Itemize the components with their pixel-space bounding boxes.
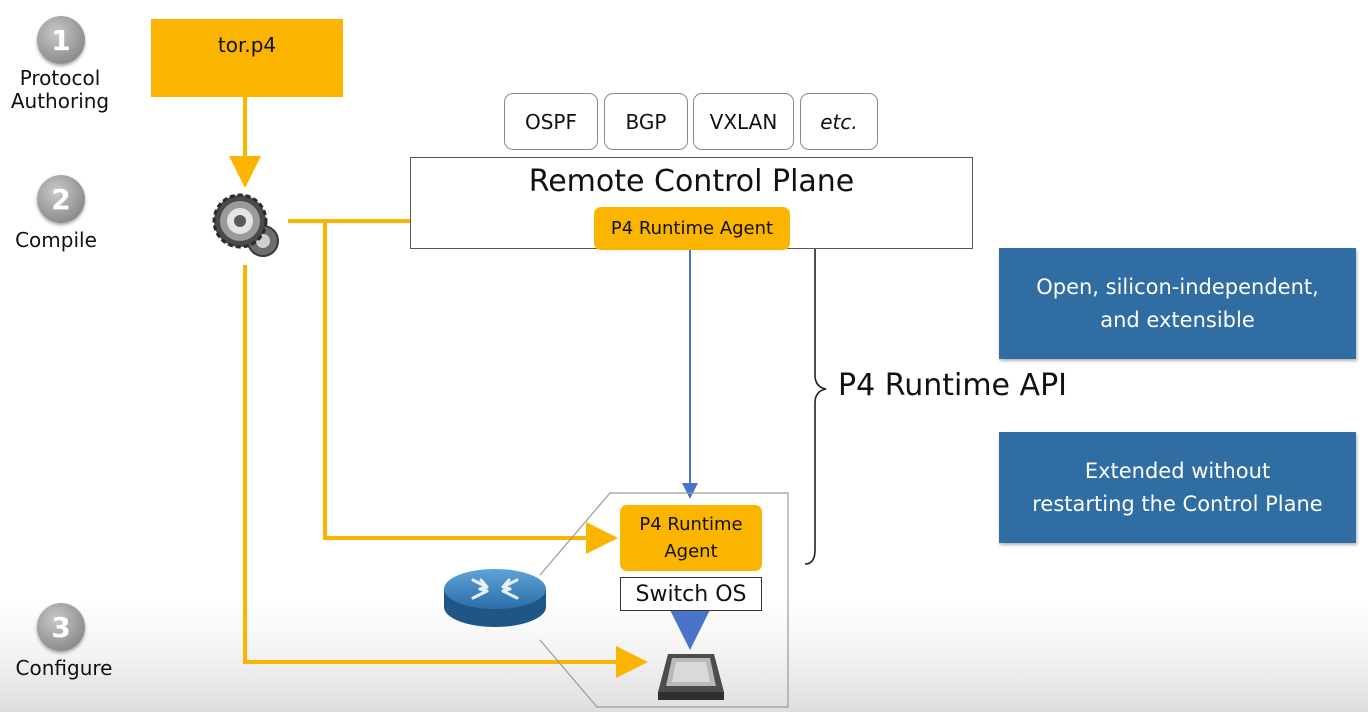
step-1-label-line1: Protocol: [19, 66, 101, 90]
feature-open-line1: Open, silicon-independent,: [1036, 274, 1319, 299]
feature-extended-line2: restarting the Control Plane: [1032, 491, 1323, 516]
switch-agent-line1: P4 Runtime: [639, 514, 743, 535]
api-brace: [804, 210, 827, 565]
switch-zoom-outline: [539, 492, 789, 708]
switch-chip-icon: [658, 654, 724, 700]
step-2-circle: 2: [37, 175, 85, 223]
switch-os-box: Switch OS: [620, 577, 762, 611]
remote-control-plane-title: Remote Control Plane: [528, 164, 855, 199]
step-3-circle: 3: [37, 603, 85, 651]
feature-box-open: Open, silicon-independent, and extensibl…: [999, 248, 1356, 359]
step-1-label: Protocol Authoring: [6, 67, 114, 113]
arrow-compile-to-chip: [243, 265, 648, 678]
switch-os-label: Switch OS: [635, 581, 747, 607]
remote-runtime-agent: P4 Runtime Agent: [594, 207, 790, 250]
step-3-label: Configure: [15, 656, 113, 680]
arrow-compile-to-switch-agent: [323, 221, 618, 554]
feature-open-line2: and extensible: [1100, 307, 1255, 332]
source-file-label: tor.p4: [217, 33, 277, 57]
router-icon: [444, 569, 546, 627]
feature-extended-line1: Extended without: [1084, 458, 1271, 483]
protocol-vxlan: VXLAN: [693, 93, 794, 150]
switch-runtime-agent: P4 Runtime Agent: [620, 505, 762, 571]
feature-box-extended: Extended without restarting the Control …: [999, 432, 1356, 543]
protocol-bgp: BGP: [604, 93, 688, 150]
compiler-gear-icon: [212, 193, 279, 257]
remote-runtime-agent-label: P4 Runtime Agent: [610, 218, 774, 239]
p4-runtime-api-label: P4 Runtime API: [838, 368, 1068, 403]
step-2-label: Compile: [15, 228, 97, 252]
step-1-label-line2: Authoring: [10, 89, 110, 113]
switch-agent-line2: Agent: [664, 541, 718, 562]
protocol-etc: etc.: [800, 93, 878, 150]
source-file-box: tor.p4: [151, 19, 343, 97]
protocol-ospf: OSPF: [504, 93, 598, 150]
step-1-circle: 1: [37, 16, 85, 64]
